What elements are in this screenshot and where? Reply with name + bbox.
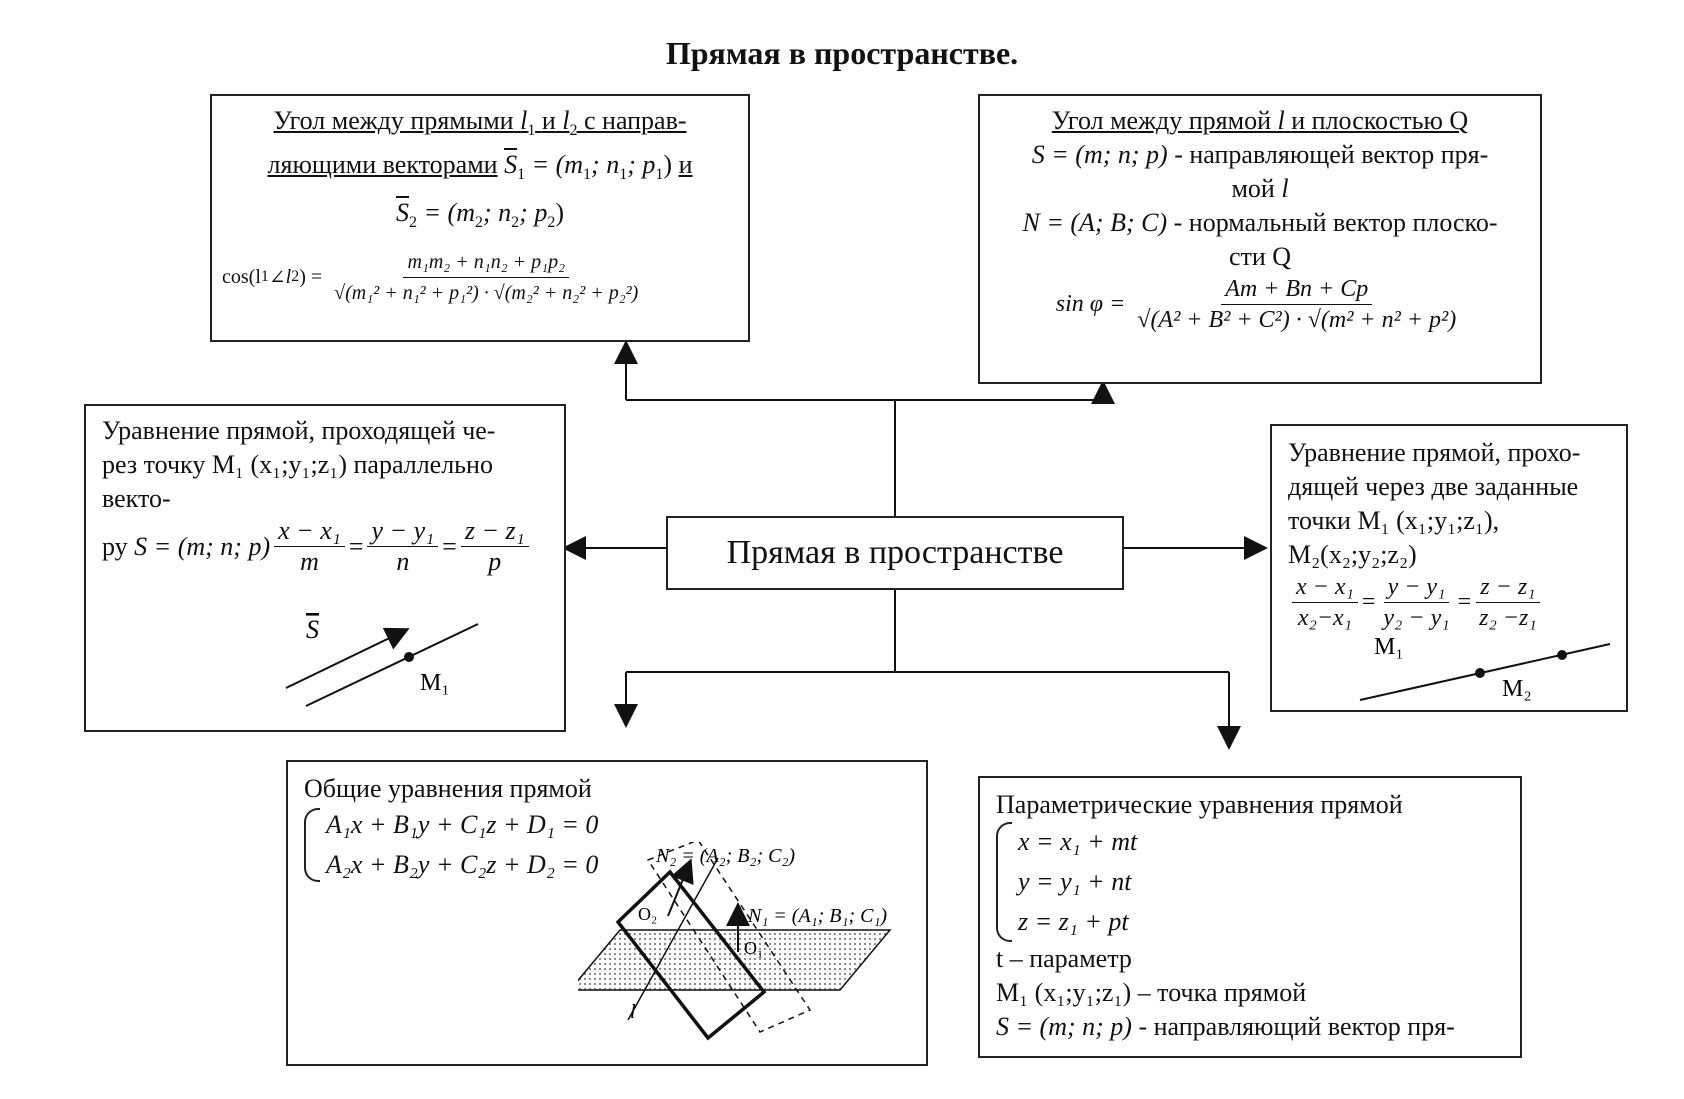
angle-plane-heading: Угол между прямой l и плоскостью Q bbox=[1051, 106, 1469, 135]
angle-plane-s-cont: мой l bbox=[1231, 174, 1289, 203]
angle-lines-vectors: ляющими векторами S1 = (m1; n1; p1) и bbox=[267, 150, 693, 184]
angle-lines-heading: Угол между прямыми l1 и l2 с направ- bbox=[273, 106, 687, 140]
box-two-points: Уравнение прямой, прохо- дящей через две… bbox=[1270, 424, 1628, 712]
general-system: A₁x + B₁y + C₁z + D₁ = 0 A₂x + B₂y + C₂z… bbox=[304, 808, 910, 882]
point-m1 bbox=[1475, 668, 1485, 678]
general-heading: Общие уравнения прямой bbox=[304, 774, 592, 803]
angle-lines-vector2: S2 = (m2; n2; p2) bbox=[396, 198, 564, 232]
point-vector-text-1: Уравнение прямой, проходящей че- bbox=[102, 416, 496, 445]
plane-2 bbox=[615, 869, 767, 1041]
point-vector-text-3: векто- bbox=[102, 484, 171, 513]
param-m-desc: M₁ (x₁;y₁;z₁) – точка прямой bbox=[996, 978, 1307, 1007]
o1-label: O₁ bbox=[744, 938, 763, 958]
vector-s-label: S bbox=[306, 615, 319, 644]
param-s-desc: S = (m; n; p) - направляющий вектор пря- bbox=[996, 1012, 1455, 1041]
two-points-text-3: точки M₁ (x₁;y₁;z₁), bbox=[1288, 506, 1500, 535]
l-label: l bbox=[630, 1001, 636, 1023]
point-m1-label: M₁ bbox=[1374, 636, 1404, 660]
point-m2-label: M₂ bbox=[1502, 676, 1532, 702]
box-parametric: Параметрические уравнения прямой x = x₁ … bbox=[978, 776, 1522, 1058]
center-topic-box: Прямая в пространстве bbox=[666, 516, 1124, 590]
angle-plane-n: N = (A; B; C) - нормальный вектор плоско… bbox=[1022, 208, 1498, 237]
o2-label: O₂ bbox=[638, 904, 657, 924]
angle-plane-s: S = (m; n; p) - направляющей вектор пря- bbox=[1031, 140, 1489, 169]
center-topic-label: Прямая в пространстве bbox=[726, 534, 1064, 571]
point-m1-label: M₁ bbox=[420, 670, 450, 696]
param-heading: Параметрические уравнения прямой bbox=[996, 790, 1403, 819]
direction-vector bbox=[285, 627, 410, 689]
point-vector-sketch: S M₁ bbox=[285, 615, 479, 707]
box-angle-line-plane: Угол между прямой l и плоскостью Q S = (… bbox=[978, 94, 1542, 384]
plane-2-dashed bbox=[646, 842, 812, 1033]
point-m2 bbox=[1557, 650, 1567, 660]
point-m1 bbox=[404, 652, 414, 662]
general-planes-sketch: N₂ = (A₂; B₂; C₂) N₁ = (A₁; B₁; C₁) O₂ O… bbox=[578, 842, 892, 1041]
plane-1 bbox=[578, 929, 892, 991]
two-points-text-1: Уравнение прямой, прохо- bbox=[1288, 438, 1581, 467]
box-angle-between-lines: Угол между прямыми l1 и l2 с направ- ляю… bbox=[210, 94, 750, 342]
page-title: Прямая в пространстве. bbox=[665, 35, 1019, 71]
point-vector-text-2: рез точку M₁ (x₁;y₁;z₁) параллельно bbox=[102, 450, 493, 479]
general-eq2: A₂x + B₂y + C₂z + D₂ = 0 bbox=[326, 850, 599, 879]
param-t-desc: t – параметр bbox=[996, 944, 1132, 973]
line-m1-m2 bbox=[1359, 643, 1611, 701]
box-general-equations: Общие уравнения прямой A₁x + B₁y + C₁z +… bbox=[286, 760, 928, 1066]
cos-denominator: √(m₁² + n₁² + p₁²) · √(m₂² + n₂² + p₂²) bbox=[334, 281, 639, 304]
box-point-vector: Уравнение прямой, проходящей че- рез точ… bbox=[84, 404, 566, 732]
sin-denominator: √(A² + B² + C²) · √(m² + n² + p²) bbox=[1137, 307, 1457, 333]
angle-plane-n-cont: сти Q bbox=[1228, 242, 1292, 271]
n1-label: N₁ = (A₁; B₁; C₁) bbox=[747, 905, 887, 927]
param-eq2: y = y₁ + nt bbox=[1018, 867, 1132, 896]
two-points-text-4: M₂(x₂;y₂;z₂) bbox=[1288, 540, 1417, 569]
param-eq1: x = x₁ + mt bbox=[1018, 827, 1138, 856]
param-eq3: z = z₁ + pt bbox=[1018, 907, 1129, 936]
two-points-sketch: M₁ M₂ bbox=[1359, 636, 1611, 702]
cos-numerator: m₁m₂ + n₁n₂ + p₁p₂ bbox=[403, 247, 570, 278]
sin-numerator: Am + Bn + Cp bbox=[1221, 274, 1373, 305]
normal-n2 bbox=[667, 858, 694, 917]
line-through-m1 bbox=[305, 623, 479, 707]
n2-label: N₂ = (A₂; B₂; C₂) bbox=[655, 845, 795, 867]
two-points-text-2: дящей через две заданные bbox=[1288, 472, 1579, 501]
angle-plane-sin-formula: sin φ = Am + Bn + Cp √(A² + B² + C²) · √… bbox=[994, 274, 1526, 335]
general-eq1: A₁x + B₁y + C₁z + D₁ = 0 bbox=[326, 810, 599, 839]
param-system: x = x₁ + mt y = y₁ + nt z = z₁ + pt bbox=[996, 822, 1504, 942]
intersection-line-l bbox=[627, 857, 719, 1021]
